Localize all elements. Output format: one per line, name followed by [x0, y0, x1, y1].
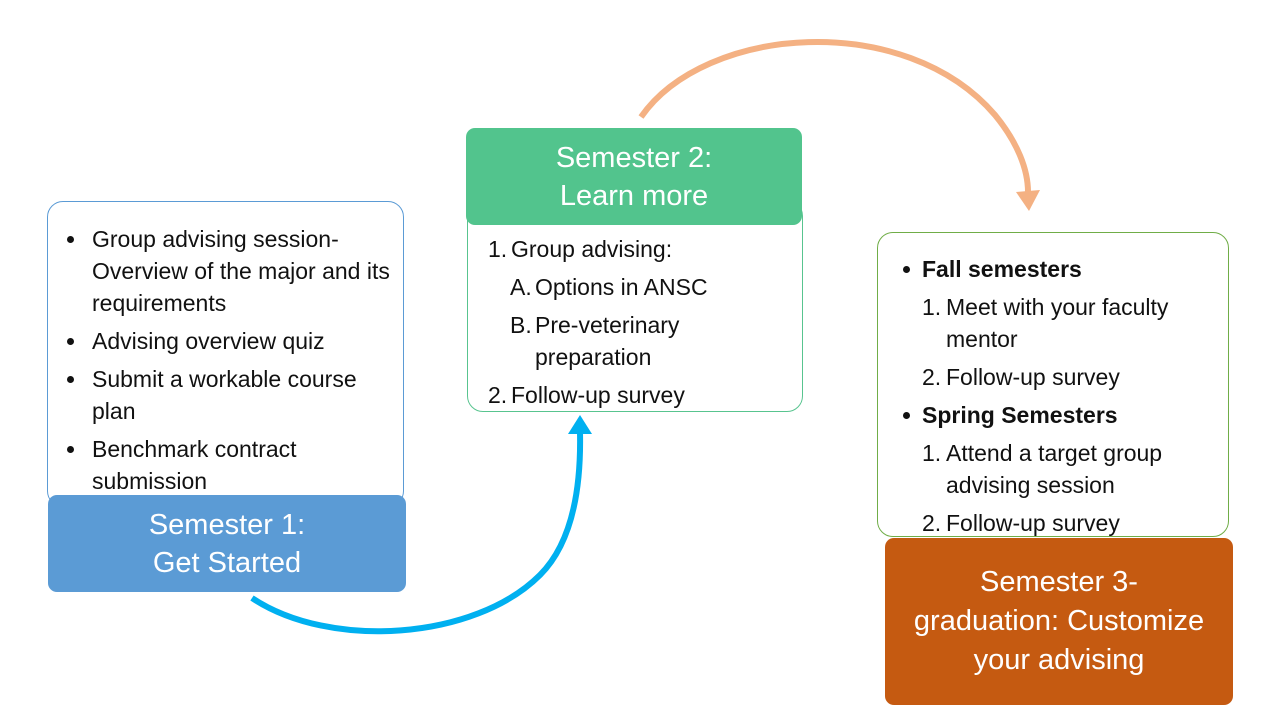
spring-item: 2. Follow-up survey [900, 507, 1218, 539]
list-number: 1. [922, 440, 942, 466]
semester2-item-text: Follow-up survey [511, 382, 685, 408]
semester2-title-line: Semester 2: [555, 141, 713, 174]
list-letter: B. [510, 312, 532, 338]
semester3-title-line: graduation: Customize [913, 605, 1205, 637]
fall-item: 1. Meet with your faculty mentor [900, 291, 1218, 355]
semester1-list: Group advising session- Overview of the … [67, 223, 393, 497]
semester2-details-box: 1. Group advising: A. Options in ANSC B.… [467, 200, 803, 412]
semester1-item: Submit a workable course plan [48, 363, 393, 427]
semester2-title: Semester 2: Learn more [466, 128, 802, 225]
arrow-semester1-to-semester2 [250, 431, 584, 635]
list-number: 2. [488, 382, 508, 408]
semester1-item: Group advising session- Overview of the … [48, 223, 393, 319]
semester2-title-line: Learn more [559, 179, 709, 212]
semester2-subitem-text: Options in ANSC [535, 274, 708, 300]
spring-item: 1. Attend a target group advising sessio… [900, 437, 1218, 501]
semester3-title-line: Semester 3- [980, 566, 1138, 598]
semester2-item-text: Group advising: [511, 236, 673, 262]
list-letter: A. [510, 274, 532, 300]
arrow-semester2-to-semester3 [638, 39, 1031, 193]
semester1-details-box: Group advising session- Overview of the … [47, 201, 404, 507]
fall-item: 2. Follow-up survey [900, 361, 1218, 393]
semester3-title: Semester 3- graduation: Customize your a… [885, 538, 1233, 705]
fall-item-text: Follow-up survey [946, 364, 1120, 390]
semester3-details-box: Fall semesters 1. Meet with your faculty… [877, 232, 1229, 537]
semester1-title: Semester 1: Get Started [48, 495, 406, 592]
fall-item-text: Meet with your faculty mentor [946, 294, 1169, 352]
semester2-item: 1. Group advising: [488, 233, 792, 265]
list-number: 1. [922, 294, 942, 320]
semester3-title-line: your advising [973, 644, 1145, 676]
semester2-subitem: A. Options in ANSC [488, 271, 792, 303]
spring-heading: Spring Semesters [900, 399, 1218, 431]
semester2-subitem-text: Pre-veterinary preparation [535, 312, 680, 370]
spring-item-text: Follow-up survey [946, 510, 1120, 536]
semester2-item: 2. Follow-up survey [488, 379, 792, 411]
semester1-title-line: Semester 1: [148, 508, 306, 541]
list-number: 2. [922, 510, 942, 536]
semester2-subitem: B. Pre-veterinary preparation [488, 309, 792, 373]
semester1-title-line: Get Started [152, 546, 302, 579]
semester1-item: Advising overview quiz [48, 325, 393, 357]
arrowhead-orange [1016, 190, 1040, 211]
arrowhead-blue [568, 415, 592, 434]
spring-item-text: Attend a target group advising session [946, 440, 1163, 498]
list-number: 2. [922, 364, 942, 390]
fall-heading: Fall semesters [900, 253, 1218, 285]
semester1-item: Benchmark contract submission [48, 433, 393, 497]
list-number: 1. [488, 236, 508, 262]
